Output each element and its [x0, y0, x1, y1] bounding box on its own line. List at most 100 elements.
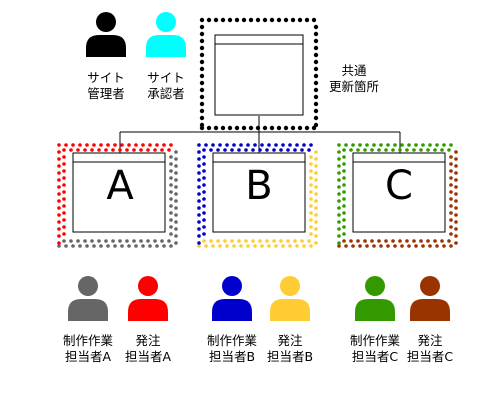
border-dot [309, 211, 313, 215]
border-dot [274, 244, 278, 248]
border-dot [199, 122, 205, 128]
border-dot [393, 143, 397, 147]
border-dot [377, 148, 381, 152]
border-dot [370, 148, 374, 152]
border-dot [400, 143, 404, 147]
border-dot [297, 125, 303, 131]
border-dot [304, 17, 310, 23]
border-dot [57, 234, 61, 238]
border-dot [386, 244, 390, 248]
border-dot [342, 211, 346, 215]
border-dot [62, 190, 66, 194]
border-dot [337, 213, 341, 217]
border-dot [449, 232, 453, 236]
border-dot [262, 17, 268, 23]
border-dot [313, 101, 319, 107]
border-dot [269, 17, 275, 23]
border-dot [216, 239, 220, 243]
border-dot [169, 155, 173, 159]
border-dot [139, 239, 143, 243]
border-dot [449, 244, 453, 248]
border-dot [202, 197, 206, 201]
border-dot [274, 143, 278, 147]
border-dot [265, 148, 269, 152]
border-dot [113, 143, 117, 147]
border-dot [111, 148, 115, 152]
border-dot [344, 244, 348, 248]
border-dot [251, 148, 255, 152]
border-dot [169, 176, 173, 180]
border-dot [169, 204, 173, 208]
border-dot [92, 143, 96, 147]
border-dot [169, 162, 173, 166]
border-dot [57, 143, 61, 147]
border-dot [449, 197, 453, 201]
border-dot [141, 244, 145, 248]
border-dot [433, 239, 437, 243]
border-dot [57, 220, 61, 224]
border-dot [167, 148, 171, 152]
border-dot [253, 244, 257, 248]
border-dot [248, 125, 254, 131]
ordering-staff-b-label-line1: 発注 [277, 333, 303, 348]
border-dot [384, 148, 388, 152]
border-dot [342, 148, 346, 152]
border-dot [365, 244, 369, 248]
border-dot [197, 199, 201, 203]
border-dot [454, 220, 458, 224]
border-dot [85, 244, 89, 248]
border-dot [169, 225, 173, 229]
border-dot [162, 143, 166, 147]
border-dot [197, 164, 201, 168]
border-dot [288, 143, 292, 147]
border-dot [202, 169, 206, 173]
border-dot [206, 17, 212, 23]
border-dot [57, 178, 61, 182]
border-dot [174, 220, 178, 224]
border-dot [62, 197, 66, 201]
border-dot [202, 225, 206, 229]
border-dot [199, 24, 205, 30]
border-dot [314, 220, 318, 224]
border-dot [202, 190, 206, 194]
border-dot [199, 45, 205, 51]
border-dot [169, 218, 173, 222]
border-dot [426, 239, 430, 243]
border-dot [379, 143, 383, 147]
border-dot [337, 178, 341, 182]
border-dot [363, 239, 367, 243]
border-dot [62, 176, 66, 180]
border-dot [342, 155, 346, 159]
border-dot [313, 80, 319, 86]
border-dot [414, 244, 418, 248]
production-staff-c-label-line1: 制作作業 [349, 333, 400, 348]
border-dot [419, 148, 423, 152]
border-dot [174, 234, 178, 238]
section-node-b: B [197, 143, 318, 248]
section-b-dotted-border [197, 143, 318, 248]
border-dot [64, 143, 68, 147]
border-dot [426, 148, 430, 152]
border-dot [302, 143, 306, 147]
border-dot [209, 239, 213, 243]
border-dot [174, 171, 178, 175]
border-dot [302, 244, 306, 248]
border-dot [286, 239, 290, 243]
border-dot [169, 244, 173, 248]
border-dot [62, 232, 66, 236]
border-dot [220, 125, 226, 131]
border-dot [342, 169, 346, 173]
border-dot [309, 218, 313, 222]
border-dot [267, 244, 271, 248]
border-dot [62, 204, 66, 208]
common-page-label-line1: 共通 [341, 63, 367, 78]
border-dot [199, 87, 205, 93]
border-dot [428, 143, 432, 147]
border-dot [62, 183, 66, 187]
border-dot [421, 143, 425, 147]
border-dot [272, 239, 276, 243]
common-page-window [214, 34, 304, 116]
border-dot [169, 143, 173, 147]
border-dot [260, 143, 264, 147]
border-dot [337, 150, 341, 154]
